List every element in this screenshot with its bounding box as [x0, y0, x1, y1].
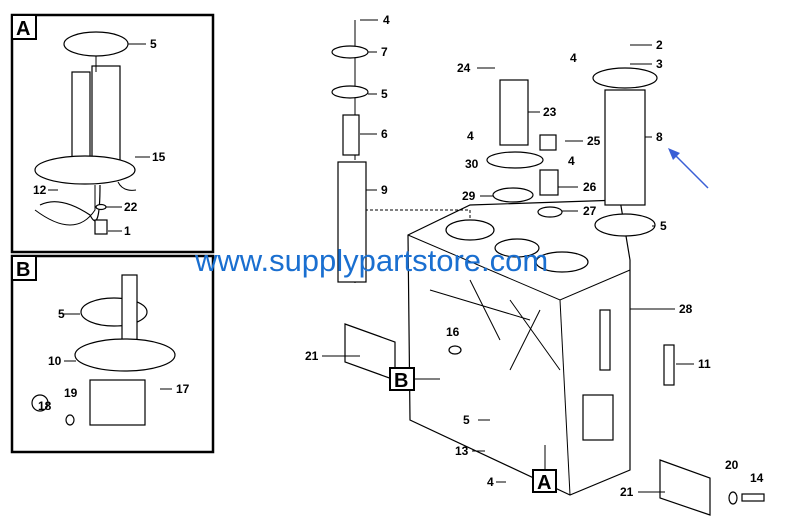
label-5: 5 [660, 219, 667, 233]
label-14: 14 [750, 471, 764, 485]
label-21: 21 [620, 485, 634, 499]
cover-plate-21-left [344, 323, 396, 381]
pipe-part [71, 71, 91, 168]
label-26: 26 [583, 180, 597, 194]
svg-text:B: B [394, 370, 408, 392]
label-4: 4 [383, 13, 390, 27]
filter-8 [592, 67, 658, 237]
filter-stack-left [331, 20, 369, 283]
label-27: 27 [583, 204, 597, 218]
label-b-19: 19 [64, 386, 78, 400]
label-6: 6 [381, 127, 388, 141]
label-30: 30 [465, 157, 479, 171]
label-20: 20 [725, 458, 739, 472]
callout-labels: 4 7 5 6 9 24 23 4 30 25 4 26 29 27 2 4 3… [305, 13, 764, 499]
label-4: 4 [568, 154, 575, 168]
label-25: 25 [587, 134, 601, 148]
panel-a-letter: A [16, 18, 30, 40]
label-a-1: 1 [124, 224, 131, 238]
label-21: 21 [305, 349, 319, 363]
label-4: 4 [467, 129, 474, 143]
label-b-5: 5 [58, 307, 65, 321]
svg-text:A: A [537, 472, 551, 494]
filter-stack-middle [486, 79, 563, 218]
label-9: 9 [381, 183, 388, 197]
label-a-5: 5 [150, 37, 157, 51]
label-b-18: 18 [38, 399, 52, 413]
label-24: 24 [457, 61, 471, 75]
tank-assembly [344, 199, 711, 516]
callout-b: B [389, 367, 440, 392]
label-7: 7 [381, 45, 388, 59]
cover-plate-21-right [659, 459, 711, 516]
label-5: 5 [381, 87, 388, 101]
label-4: 4 [570, 51, 577, 65]
label-23: 23 [543, 105, 557, 119]
detail-panel-b: B 5 10 19 18 17 [10, 254, 215, 454]
gasket-part [63, 31, 129, 57]
label-b-17: 17 [176, 382, 190, 396]
label-11: 11 [698, 357, 711, 371]
label-29: 29 [462, 189, 476, 203]
label-4: 4 [487, 475, 494, 489]
label-16: 16 [446, 325, 460, 339]
label-13: 13 [455, 444, 469, 458]
label-a-12: 12 [33, 183, 47, 197]
watermark: www.supplypartstore.com [194, 243, 548, 278]
callout-a: A [532, 445, 557, 494]
label-8: 8 [656, 130, 663, 144]
label-a-22: 22 [124, 200, 138, 214]
label-5: 5 [463, 413, 470, 427]
label-a-15: 15 [152, 150, 166, 164]
panel-b-letter: B [16, 259, 30, 281]
label-b-10: 10 [48, 354, 62, 368]
pointer-arrow-icon [668, 148, 709, 189]
label-2: 2 [656, 38, 663, 52]
label-3: 3 [656, 57, 663, 71]
detail-panel-a: A 5 15 12 22 1 [10, 13, 215, 254]
label-28: 28 [679, 302, 693, 316]
